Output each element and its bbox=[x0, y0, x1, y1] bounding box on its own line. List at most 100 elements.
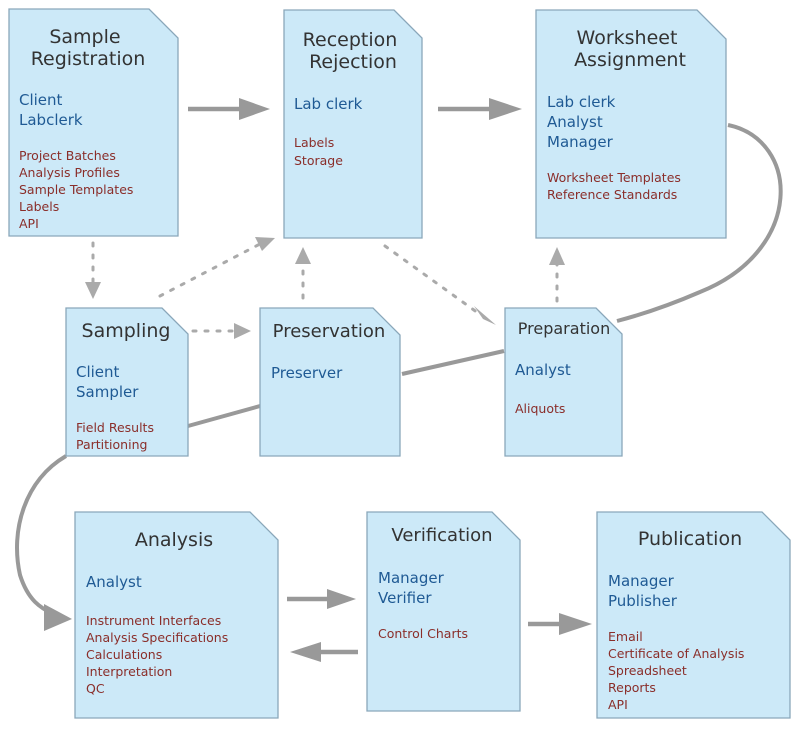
item-label: Labels bbox=[294, 135, 334, 150]
stage-items: Instrument Interfaces Analysis Specifica… bbox=[86, 613, 232, 696]
role-label: Manager bbox=[547, 133, 614, 151]
stage-title-line: Worksheet bbox=[577, 27, 678, 49]
role-label: Client bbox=[76, 363, 120, 381]
stage-title: Preservation bbox=[273, 321, 386, 342]
role-label: Manager bbox=[378, 569, 445, 587]
stage-preservation: Preservation Preserver bbox=[259, 307, 401, 457]
stage-title-line: Publication bbox=[638, 528, 742, 550]
role-label: Analyst bbox=[86, 573, 142, 591]
arrow-reception-to-worksheet bbox=[438, 98, 522, 120]
stage-title: Sample Registration bbox=[31, 26, 146, 70]
stage-items: Aliquots bbox=[515, 401, 565, 416]
connector-sampling-to-analysis bbox=[15, 454, 68, 617]
item-label: Aliquots bbox=[515, 401, 565, 416]
dotted-preservation-to-reception bbox=[295, 247, 311, 300]
item-label: Storage bbox=[294, 153, 343, 168]
stage-title-line: Preparation bbox=[518, 319, 610, 338]
stage-preparation: Preparation Analyst Aliquots bbox=[504, 307, 623, 457]
item-label: Spreadsheet bbox=[608, 663, 687, 678]
role-label: Manager bbox=[608, 572, 675, 590]
stage-title-line: Rejection bbox=[309, 51, 397, 73]
role-label: Lab clerk bbox=[547, 93, 616, 111]
role-label: Preserver bbox=[271, 364, 343, 382]
connector-preparation-to-sampling bbox=[187, 349, 505, 428]
item-label: Analysis Specifications bbox=[86, 630, 228, 645]
item-label: Worksheet Templates bbox=[547, 170, 681, 185]
stage-title-line: Reception bbox=[303, 29, 398, 51]
dotted-reception-to-preparation bbox=[383, 244, 496, 325]
role-label: Publisher bbox=[608, 592, 678, 610]
stage-roles: Client Sampler bbox=[76, 363, 139, 401]
stage-title-line: Verification bbox=[391, 525, 492, 546]
item-label: Field Results bbox=[76, 420, 154, 435]
item-label: Project Batches bbox=[19, 148, 116, 163]
solid-arrows bbox=[188, 98, 592, 662]
stage-analysis: Analysis Analyst Instrument Interfaces A… bbox=[74, 511, 279, 719]
arrow-verification-to-analysis bbox=[290, 642, 358, 662]
stage-title-line: Preservation bbox=[273, 321, 386, 342]
dotted-sampling-to-preservation bbox=[191, 323, 251, 339]
item-label: Reports bbox=[608, 680, 656, 695]
role-label: Analyst bbox=[515, 361, 571, 379]
stage-items: Email Certificate of Analysis Spreadshee… bbox=[608, 629, 748, 712]
stage-items: Worksheet Templates Reference Standards bbox=[547, 170, 685, 202]
role-label: Sampler bbox=[76, 383, 139, 401]
stage-title-line: Sample bbox=[49, 26, 120, 48]
item-label: Certificate of Analysis bbox=[608, 646, 744, 661]
item-label: API bbox=[19, 216, 39, 231]
item-label: Control Charts bbox=[378, 626, 468, 641]
item-label: Sample Templates bbox=[19, 182, 133, 197]
stage-roles: Analyst bbox=[86, 573, 142, 591]
stage-reception-rejection: Reception Rejection Lab clerk Labels Sto… bbox=[283, 9, 423, 239]
stage-roles: Lab clerk bbox=[294, 95, 363, 113]
stage-title: Reception Rejection bbox=[303, 29, 404, 73]
item-label: Interpretation bbox=[86, 664, 172, 679]
stage-title: Sampling bbox=[82, 320, 171, 342]
stage-items: Labels Storage bbox=[294, 135, 343, 168]
dotted-registration-to-sampling bbox=[85, 241, 101, 299]
item-label: Labels bbox=[19, 199, 59, 214]
role-label: Verifier bbox=[378, 589, 432, 607]
role-label: Analyst bbox=[547, 113, 603, 131]
stage-title-line: Assignment bbox=[574, 49, 686, 71]
arrow-analysis-to-verification bbox=[287, 589, 356, 609]
stage-roles: Client Labclerk bbox=[19, 91, 83, 129]
stage-sampling: Sampling Client Sampler Field Results Pa… bbox=[65, 307, 189, 457]
role-label: Labclerk bbox=[19, 111, 83, 129]
stage-items: Project Batches Analysis Profiles Sample… bbox=[19, 148, 137, 231]
item-label: API bbox=[608, 697, 628, 712]
stage-publication: Publication Manager Publisher Email Cert… bbox=[596, 511, 791, 719]
stage-title: Publication bbox=[638, 528, 742, 550]
stage-title: Analysis bbox=[135, 529, 213, 551]
stage-roles: Analyst bbox=[515, 361, 571, 379]
stage-roles: Preserver bbox=[271, 364, 343, 382]
stage-title-line: Sampling bbox=[82, 320, 171, 342]
connector-worksheet-to-preparation bbox=[616, 123, 783, 323]
arrow-verification-to-publication bbox=[528, 613, 592, 635]
stage-sample-registration: Sample Registration Client Labclerk Proj… bbox=[8, 8, 179, 237]
item-label: Calculations bbox=[86, 647, 162, 662]
dotted-preparation-to-worksheet bbox=[549, 247, 565, 303]
arrow-registration-to-reception bbox=[188, 98, 270, 120]
item-label: QC bbox=[86, 681, 105, 696]
item-label: Reference Standards bbox=[547, 187, 677, 202]
role-label: Lab clerk bbox=[294, 95, 363, 113]
dotted-arrows bbox=[85, 237, 565, 339]
arrowhead-into-analysis bbox=[44, 604, 72, 631]
connectors bbox=[15, 123, 783, 631]
stage-title: Worksheet Assignment bbox=[574, 27, 686, 71]
stage-items: Control Charts bbox=[378, 626, 468, 641]
dotted-sampling-to-reception bbox=[158, 237, 275, 298]
stage-title-line: Registration bbox=[31, 48, 146, 70]
item-label: Partitioning bbox=[76, 437, 147, 452]
item-label: Instrument Interfaces bbox=[86, 613, 221, 628]
stage-roles: Manager Publisher bbox=[608, 572, 679, 610]
item-label: Email bbox=[608, 629, 643, 644]
stage-title-line: Analysis bbox=[135, 529, 213, 551]
stage-items: Field Results Partitioning bbox=[76, 420, 158, 452]
stage-roles: Lab clerk Analyst Manager bbox=[547, 93, 620, 151]
role-label: Client bbox=[19, 91, 63, 109]
stage-worksheet-assignment: Worksheet Assignment Lab clerk Analyst M… bbox=[535, 9, 727, 239]
stage-title: Verification bbox=[391, 525, 492, 546]
